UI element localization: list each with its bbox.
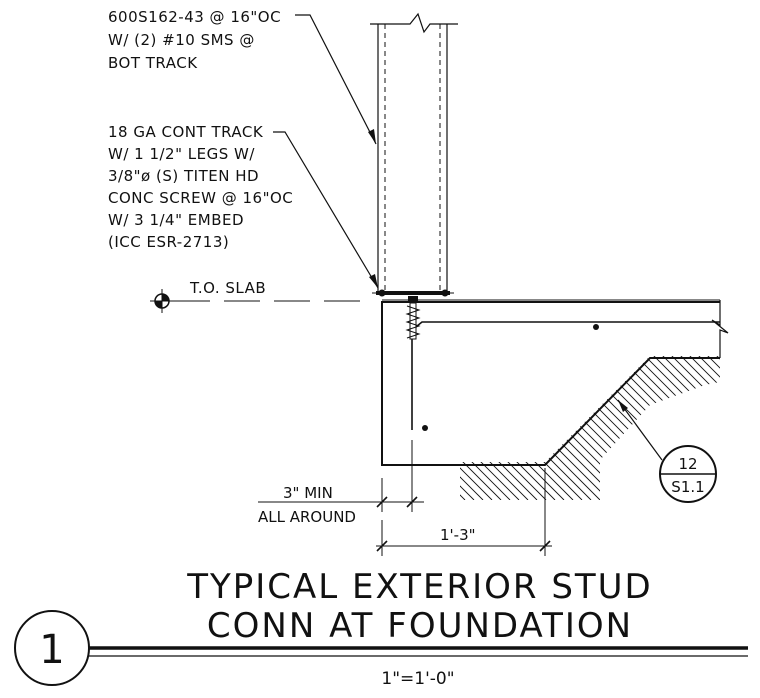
- steel-stud: [370, 12, 458, 292]
- scale-label: 1"=1'-0": [381, 669, 454, 689]
- soil-hatch-line: [484, 356, 646, 500]
- rebar-dot: [593, 324, 599, 330]
- soil-hatch-line: [260, 340, 420, 500]
- soil-hatch-line: [233, 340, 393, 500]
- soil-hatch-line: [460, 356, 538, 500]
- section-reference: 12 S1.1: [659, 445, 717, 503]
- soil-hatch-line: [460, 356, 466, 500]
- soil-hatch-line: [116, 340, 276, 500]
- soil-hatch-line: [215, 340, 375, 500]
- soil-hatch-line: [89, 340, 249, 500]
- soil-hatch-line: [460, 356, 592, 500]
- break-line: [370, 12, 458, 34]
- track-note-line-4: CONC SCREW @ 16"OC: [108, 189, 293, 207]
- soil-hatch-line: [179, 340, 339, 500]
- soil-hatch-line: [98, 340, 258, 500]
- bottom-track: [372, 289, 454, 297]
- track-note-line-6: (ICC ESR-2713): [108, 233, 229, 251]
- concrete-footing: [381, 299, 729, 466]
- elevation-label: T.O. SLAB: [189, 279, 266, 297]
- title-line-2: CONN AT FOUNDATION: [207, 606, 633, 646]
- soil-hatch-line: [709, 356, 720, 500]
- stud-note-line-2: W/ (2) #10 SMS @: [108, 31, 255, 49]
- soil-hatch-line: [502, 356, 664, 500]
- elevation-marker: [150, 289, 370, 313]
- soil-hatch-line: [287, 340, 447, 500]
- soil-hatch-line: [460, 356, 583, 500]
- soil-hatch-line: [460, 356, 475, 500]
- section-sheet-number: S1.1: [671, 478, 704, 496]
- soil-hatch-line: [460, 356, 619, 500]
- concrete-screw: [405, 296, 421, 340]
- soil-hatch-line: [251, 340, 411, 500]
- soil-hatch-line: [691, 356, 720, 500]
- stud-callout: 600S162-43 @ 16"OC W/ (2) #10 SMS @ BOT …: [108, 8, 281, 72]
- soil-hatch-line: [460, 356, 547, 500]
- soil-hatch-line: [673, 356, 720, 500]
- track-note-line-5: W/ 3 1/4" EMBED: [108, 211, 244, 229]
- soil-hatch-line: [460, 356, 511, 500]
- track-note-line-1: 18 GA CONT TRACK: [108, 123, 264, 141]
- soil-hatch-line: [242, 340, 402, 500]
- soil-hatch-line: [161, 340, 321, 500]
- stud-note-line-3: BOT TRACK: [108, 54, 198, 72]
- stud-note-line-1: 600S162-43 @ 16"OC: [108, 8, 281, 26]
- soil-hatch-line: [460, 356, 565, 500]
- soil-hatch-line: [134, 340, 294, 500]
- soil-hatch-line: [460, 356, 601, 500]
- soil-hatch-line: [460, 356, 484, 500]
- soil-hatch-line: [460, 356, 493, 500]
- track-note-line-3: 3/8"ø (S) TITEN HD: [108, 167, 259, 185]
- track-note-line-2: W/ 1 1/2" LEGS W/: [108, 145, 255, 163]
- soil-hatch-line: [188, 340, 348, 500]
- width-label: 1'-3": [440, 526, 476, 544]
- soil-hatch-line: [728, 340, 760, 500]
- soil-hatch-line: [107, 340, 267, 500]
- detail-title: TYPICAL EXTERIOR STUD CONN AT FOUNDATION: [186, 567, 653, 646]
- leader-lines: [273, 14, 663, 461]
- soil-hatch-line: [737, 340, 760, 500]
- soil-hatch-line: [682, 356, 720, 500]
- soil-hatch-line: [143, 340, 303, 500]
- soil-hatch-line: [466, 356, 628, 500]
- rebar-dot: [422, 425, 428, 431]
- dimension-min-cover: 3" MIN ALL AROUND: [258, 440, 424, 526]
- all-around-label: ALL AROUND: [258, 508, 356, 526]
- soil-hatch-line: [224, 340, 384, 500]
- soil-hatch-line: [460, 356, 502, 500]
- dimension-width: 1'-3": [376, 468, 552, 556]
- soil-hatch-line: [206, 340, 366, 500]
- soil-hatch-line: [511, 356, 673, 500]
- soil-hatch-line: [197, 340, 357, 500]
- soil-hatch-line: [664, 356, 720, 500]
- soil-hatch-line: [460, 356, 610, 500]
- min-cover-label: 3" MIN: [283, 484, 333, 502]
- soil-hatch-line: [460, 356, 529, 500]
- title-line-1: TYPICAL EXTERIOR STUD: [186, 567, 653, 607]
- soil-hatch-line: [460, 356, 556, 500]
- soil-hatch-line: [655, 356, 720, 500]
- soil-hatch-line: [460, 356, 520, 500]
- soil-hatch-line: [718, 356, 720, 500]
- section-detail-number: 12: [678, 455, 697, 473]
- detail-number-bubble: 1: [14, 610, 90, 686]
- soil-hatch-line: [125, 340, 285, 500]
- soil-hatch-line: [278, 340, 438, 500]
- soil-hatch-line: [475, 356, 637, 500]
- soil-hatch-line: [646, 356, 720, 500]
- soil-hatch-line: [296, 340, 456, 500]
- track-callout: 18 GA CONT TRACK W/ 1 1/2" LEGS W/ 3/8"ø…: [108, 123, 293, 251]
- soil-hatch: [80, 340, 760, 500]
- soil-hatch-line: [746, 340, 760, 500]
- soil-hatch-line: [269, 340, 429, 500]
- soil-hatch-line: [80, 340, 240, 500]
- soil-hatch-line: [460, 356, 574, 500]
- soil-hatch-line: [170, 340, 330, 500]
- soil-hatch-line: [755, 340, 760, 500]
- rebar: [411, 321, 720, 430]
- detail-number: 1: [39, 627, 64, 673]
- soil-hatch-line: [152, 340, 312, 500]
- soil-hatch-line: [493, 356, 655, 500]
